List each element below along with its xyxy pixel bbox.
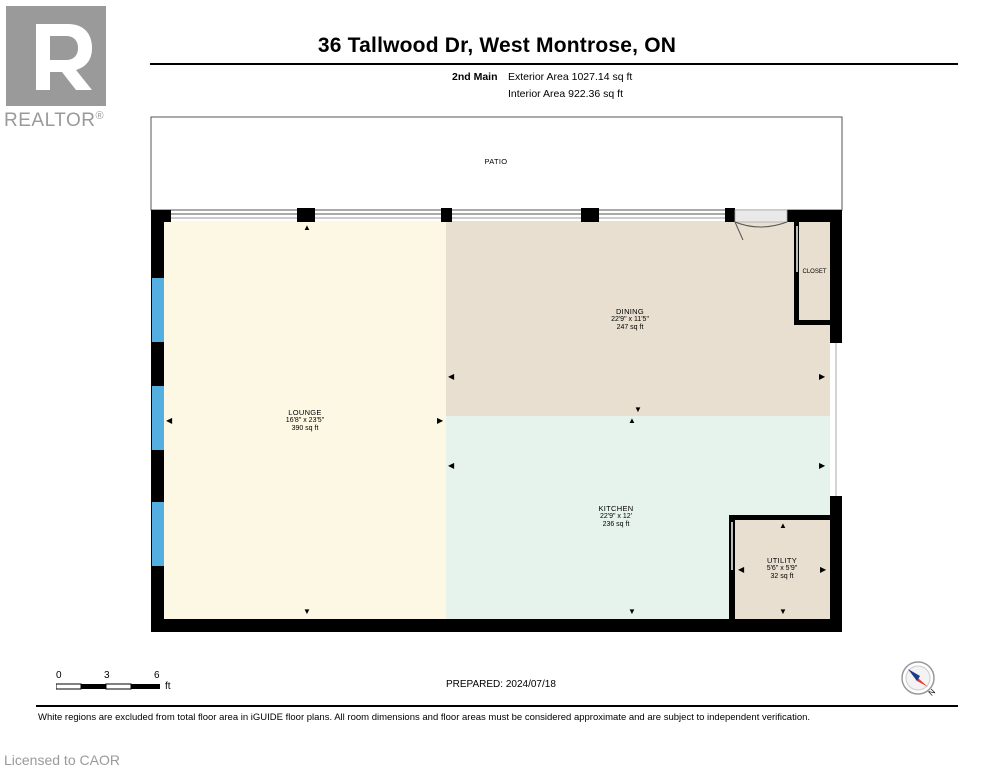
utility-wall xyxy=(729,515,830,520)
kitchen-dims: 22'9" x 12' xyxy=(599,513,632,520)
closet-wall xyxy=(794,222,799,325)
lounge-dims: 16'8" x 23'5" xyxy=(285,417,325,424)
window-west-3 xyxy=(152,502,164,566)
north-wall-post xyxy=(581,208,599,222)
arrow-right: ▶ xyxy=(820,565,827,574)
lounge-room xyxy=(164,221,446,619)
realtor-r-icon xyxy=(6,6,106,106)
patio-area xyxy=(150,116,843,211)
arrow-right: ▶ xyxy=(819,372,826,381)
north-wall-post xyxy=(725,208,735,222)
north-wall-segment xyxy=(151,210,171,222)
lounge-name: LOUNGE xyxy=(288,408,322,417)
kitchen-name: KITCHEN xyxy=(598,504,634,513)
lounge-area: 390 sq ft xyxy=(291,425,319,432)
dining-name: DINING xyxy=(615,307,645,316)
patio-name: PATIO xyxy=(484,157,508,166)
entry-door-frame xyxy=(734,209,788,223)
realtor-logo xyxy=(6,6,106,106)
scale-tick-6: 6 xyxy=(154,670,160,681)
arrow-up: ▲ xyxy=(779,521,787,530)
realtor-word: REALTOR xyxy=(4,110,96,131)
closet-room xyxy=(799,222,830,324)
closet-name: CLOSET xyxy=(802,269,827,275)
window-west-2 xyxy=(152,386,164,450)
kitchen-label: KITCHEN 22'9" x 12' 236 sq ft xyxy=(581,505,651,529)
floor-name: 2nd Main xyxy=(452,71,498,83)
utility-dims: 5'6" x 5'9" xyxy=(766,565,798,572)
north-wall-segment xyxy=(787,210,842,222)
scale-bar xyxy=(56,683,160,690)
lounge-label: LOUNGE 16'8" x 23'5" 390 sq ft xyxy=(270,409,340,433)
footer-rule xyxy=(36,705,958,707)
dining-area: 247 sq ft xyxy=(616,324,644,331)
utility-area: 32 sq ft xyxy=(770,573,794,580)
closet-wall xyxy=(794,320,830,325)
utility-room xyxy=(735,520,830,619)
arrow-left: ◀ xyxy=(448,372,455,381)
dining-label: DINING 22'9" x 11'5" 247 sq ft xyxy=(595,308,665,332)
scale-unit: ft xyxy=(165,681,171,692)
exterior-area: Exterior Area 1027.14 sq ft xyxy=(508,71,633,83)
dining-room xyxy=(446,221,830,416)
arrow-down: ▼ xyxy=(303,607,311,616)
kitchen-area: 236 sq ft xyxy=(602,521,630,528)
arrow-down: ▼ xyxy=(628,607,636,616)
north-wall-post xyxy=(297,208,315,222)
registered-mark: ® xyxy=(95,110,105,122)
arrow-up: ▲ xyxy=(628,416,636,425)
interior-area: Interior Area 922.36 sq ft xyxy=(508,88,623,100)
closet-label: CLOSET xyxy=(799,268,830,276)
arrow-up: ▲ xyxy=(303,223,311,232)
arrow-right: ▶ xyxy=(819,461,826,470)
north-wall-post xyxy=(441,208,452,222)
licensed-text: Licensed to CAOR xyxy=(4,752,120,768)
realtor-wordmark: REALTOR® xyxy=(4,110,104,132)
door-swing xyxy=(734,221,788,241)
patio-label: PATIO xyxy=(466,158,526,166)
arrow-down: ▼ xyxy=(634,405,642,414)
prepared-date: PREPARED: 2024/07/18 xyxy=(446,679,556,690)
arrow-left: ◀ xyxy=(738,565,745,574)
scale-tick-0: 0 xyxy=(56,670,62,681)
arrow-left: ◀ xyxy=(448,461,455,470)
utility-name: UTILITY xyxy=(766,556,798,565)
dining-dims: 22'9" x 11'5" xyxy=(611,316,649,323)
header-rule xyxy=(150,63,958,65)
window-west-1 xyxy=(152,278,164,342)
compass-icon xyxy=(901,661,935,695)
property-title: 36 Tallwood Dr, West Montrose, ON xyxy=(317,34,677,57)
utility-label: UTILITY 5'6" x 5'9" 32 sq ft xyxy=(752,557,812,581)
arrow-down: ▼ xyxy=(779,607,787,616)
scale-tick-3: 3 xyxy=(104,670,110,681)
disclaimer: White regions are excluded from total fl… xyxy=(38,712,811,723)
arrow-left: ◀ xyxy=(166,416,173,425)
south-wall xyxy=(151,619,842,632)
arrow-right: ▶ xyxy=(437,416,444,425)
